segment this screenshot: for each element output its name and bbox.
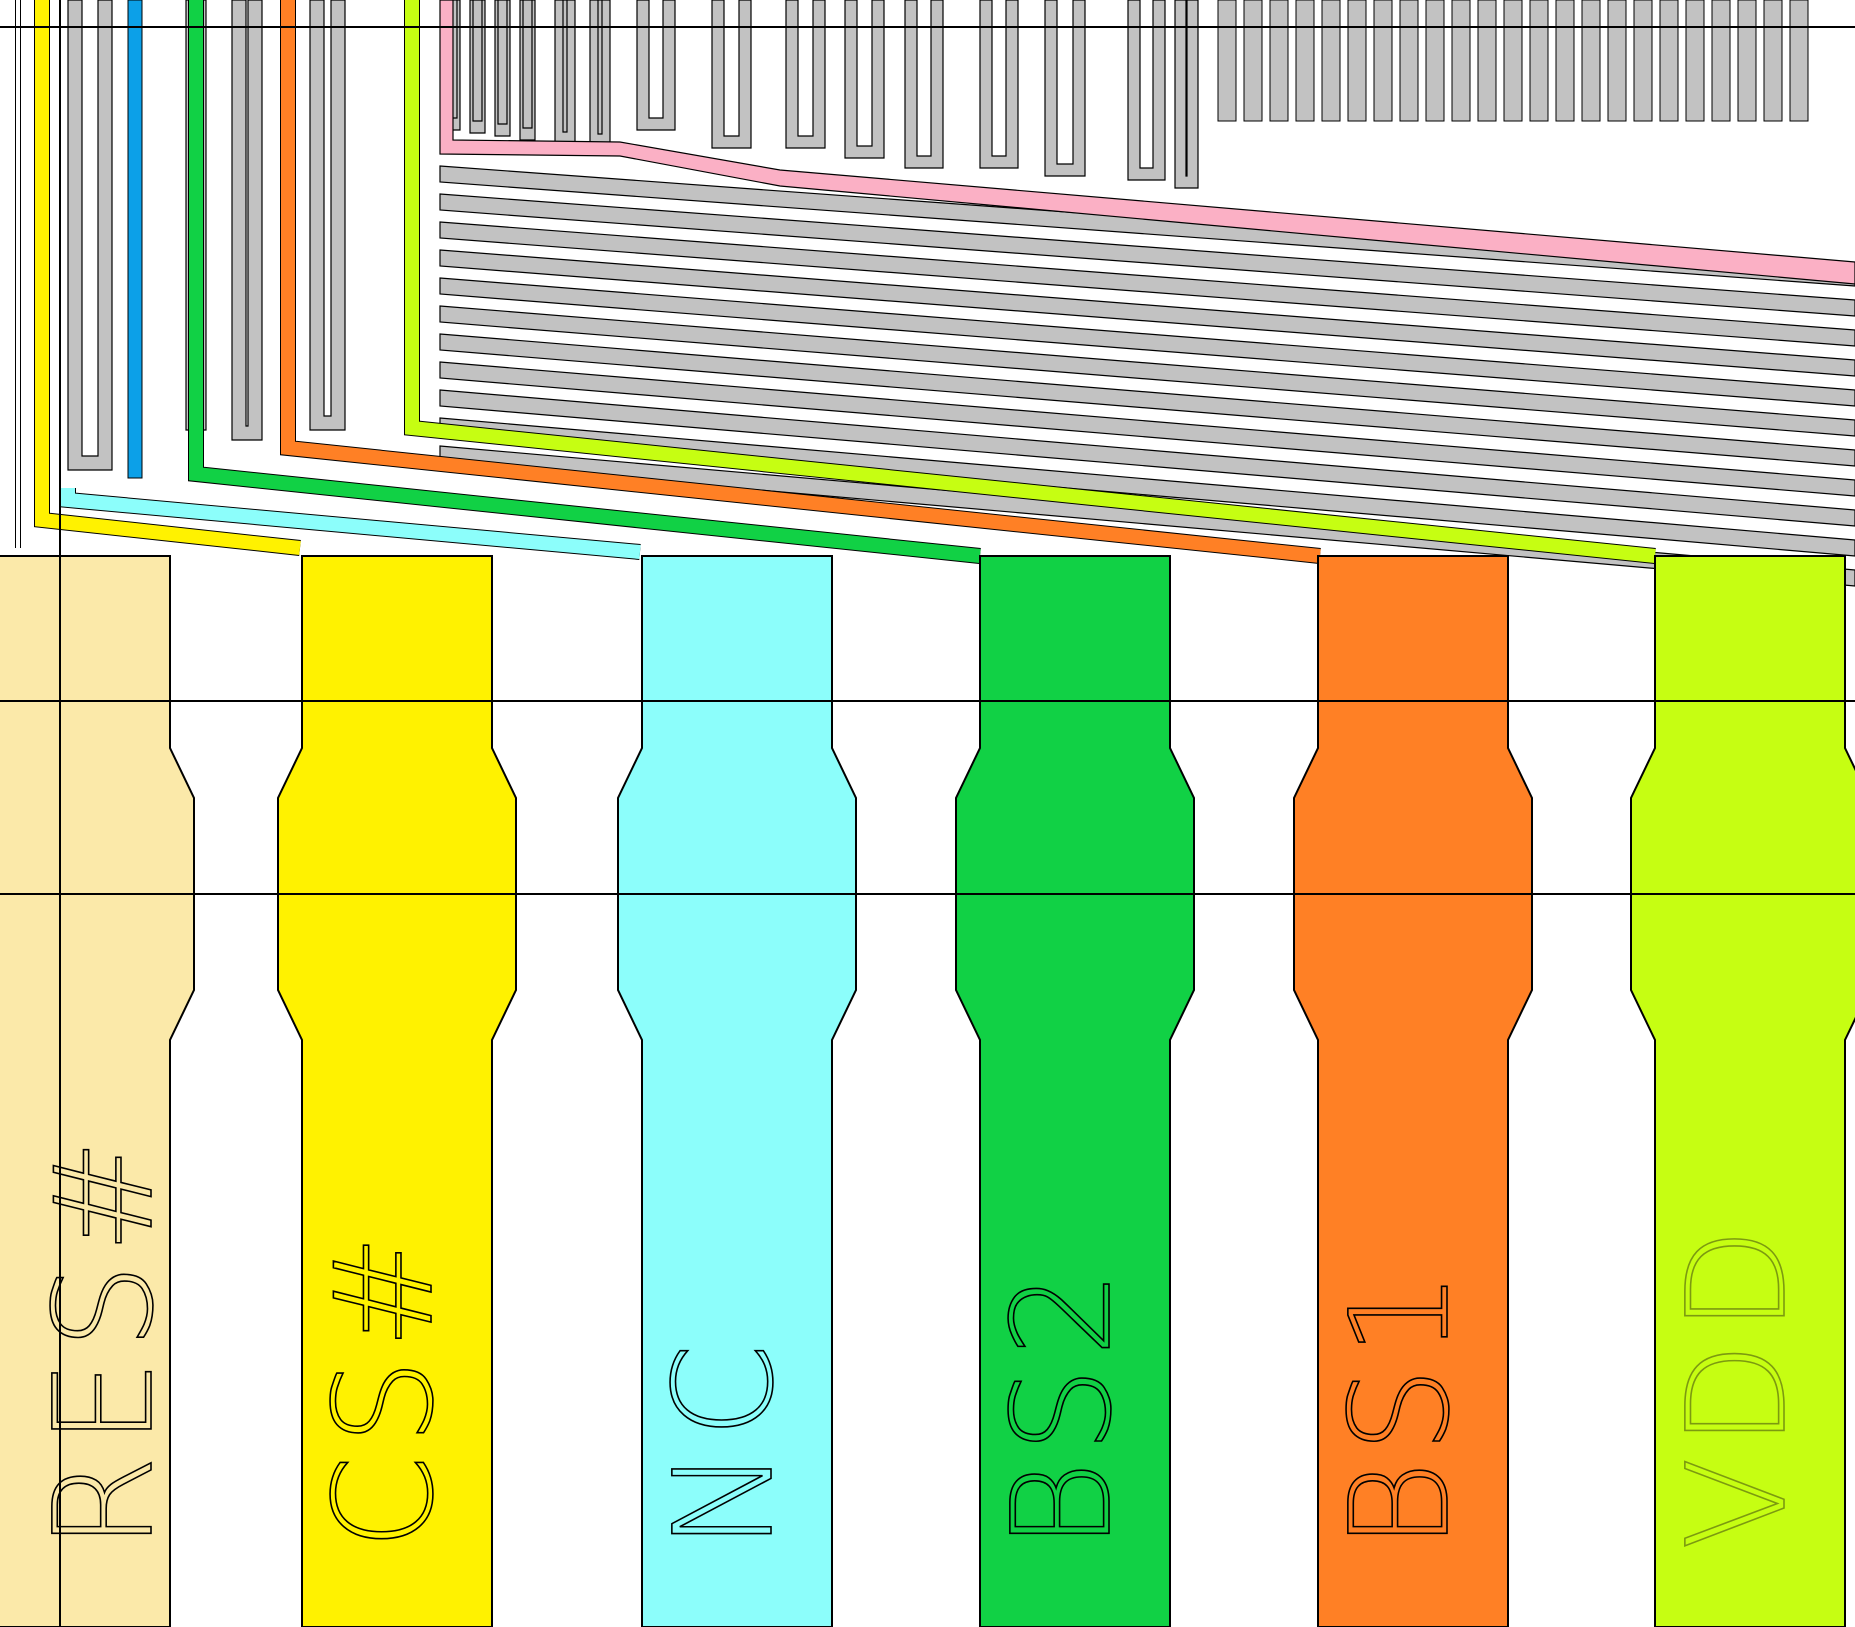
meander-trace — [469, 0, 486, 134]
meander-trace — [844, 0, 885, 159]
pad-bs1 — [1293, 555, 1533, 1627]
comb-finger — [1633, 0, 1653, 122]
comb-finger — [1425, 0, 1445, 122]
meander-trace — [67, 0, 113, 471]
bus-trace — [439, 193, 1855, 317]
comb-finger — [1373, 0, 1393, 122]
pad-labels: RES# CS# NC BS2 BS1 VDD — [25, 1128, 1818, 1550]
bus-trace — [439, 305, 1855, 437]
meander-trace — [231, 0, 263, 441]
pad-label-vdd: VDD — [1659, 1218, 1817, 1550]
contact-pads — [0, 555, 1855, 1627]
pad-bs2 — [955, 555, 1195, 1627]
meander-trace — [979, 0, 1019, 169]
comb-finger — [1451, 0, 1471, 122]
comb-finger — [1321, 0, 1341, 122]
bus-trace — [439, 333, 1855, 467]
cs-trace — [35, 0, 301, 555]
pad-label-nc: NC — [646, 1333, 804, 1550]
meander-trace — [904, 0, 944, 169]
pad-nc — [617, 555, 857, 1627]
comb-finger — [1347, 0, 1367, 122]
pad-label-res-hash: RES# — [26, 1129, 184, 1550]
bus-trace — [439, 277, 1855, 407]
meander-trace — [519, 0, 536, 141]
pad-cs-hash — [277, 555, 517, 1627]
bus-trace — [439, 249, 1855, 377]
comb-finger — [1217, 0, 1237, 122]
routing-traces — [15, 0, 1855, 587]
comb-finger — [1295, 0, 1315, 122]
pad-vdd — [1630, 555, 1855, 1627]
meander-trace — [1044, 0, 1086, 177]
pad-label-bs2: BS2 — [984, 1260, 1142, 1550]
comb-finger — [1737, 0, 1757, 122]
comb-finger — [1789, 0, 1809, 122]
comb-finger — [1269, 0, 1289, 122]
blue-trace — [127, 0, 143, 479]
bus-trace — [439, 221, 1855, 347]
meander-trace — [636, 0, 676, 131]
meander-trace — [1174, 0, 1199, 189]
meander-trace — [1127, 0, 1166, 181]
meander-trace — [711, 0, 752, 149]
nc-trace — [61, 488, 641, 559]
comb-finger — [1685, 0, 1705, 122]
pad-res-hash — [0, 555, 195, 1627]
comb-finger — [1581, 0, 1601, 122]
comb-finger — [1399, 0, 1419, 122]
vdd-trace — [405, 0, 1656, 563]
meander-trace — [589, 0, 611, 147]
comb-finger — [1243, 0, 1263, 122]
comb-finger — [1529, 0, 1549, 122]
comb-finger — [1503, 0, 1523, 122]
bs2-trace — [189, 0, 981, 563]
comb-finger — [1607, 0, 1627, 122]
comb-finger — [1763, 0, 1783, 122]
comb-finger — [1711, 0, 1731, 122]
meander-trace — [494, 0, 511, 137]
bus-trace — [439, 389, 1855, 527]
meander-trace — [554, 0, 576, 145]
pink-trace — [439, 0, 1855, 285]
comb-finger — [1555, 0, 1575, 122]
pad-label-bs1: BS1 — [1322, 1260, 1480, 1550]
comb-finger — [1477, 0, 1497, 122]
meander-trace — [309, 0, 346, 431]
meander-trace — [785, 0, 826, 149]
bus-trace — [439, 361, 1855, 497]
pad-label-cs-hash: CS# — [306, 1225, 464, 1550]
comb-finger — [1659, 0, 1679, 122]
bs1-trace — [281, 0, 1321, 563]
